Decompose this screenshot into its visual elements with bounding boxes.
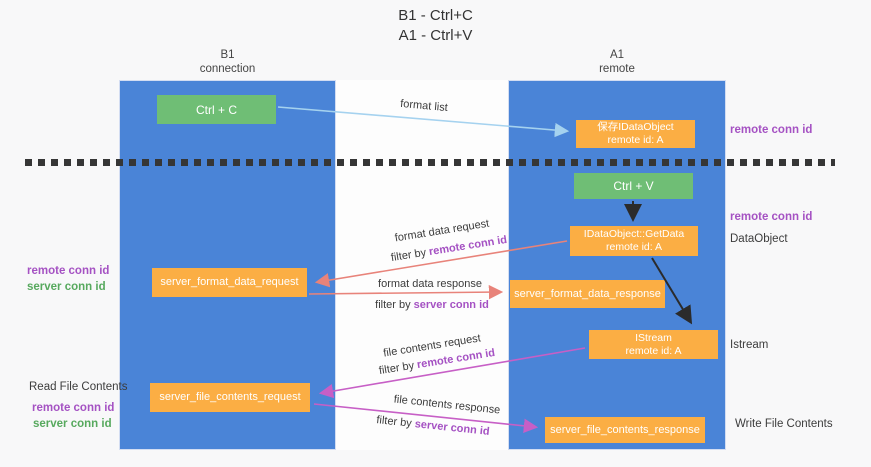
filter-by-text: filter by [375,299,411,311]
save-idataobject-line2: remote id: A [607,134,664,146]
server-conn-id-text: server conn id [413,299,489,311]
getdata-line1: IDataObject::GetData [583,228,685,240]
ctrl-v-label: Ctrl + V [613,179,654,193]
ctrl-c-label: Ctrl + C [195,102,237,117]
getdata-line2: remote id: A [605,241,663,253]
server-format-data-response-label: server_format_data_response [514,287,661,300]
node-ctrl-v: Ctrl + V [574,173,693,199]
phase-separator-dashed-line [25,159,835,166]
node-server-format-data-request: server_format_data_request [152,268,307,297]
server-file-contents-request-label: server_file_contents_request [159,391,301,403]
title-line-1: B1 - Ctrl+C [398,7,473,24]
lane-b1-subtitle: connection [199,63,256,75]
server-format-data-request-label: server_format_data_request [160,276,299,288]
diagram-title: B1 - Ctrl+C A1 - Ctrl+V [0,6,871,46]
node-server-format-data-response: server_format_data_response [510,280,665,308]
node-idataobject-getdata: IDataObject::GetData remote id: A [570,226,698,256]
node-server-file-contents-response: server_file_contents_response [545,417,705,443]
save-idataobject-line1: 保存IDataObject [597,121,674,133]
read-file-contents-label: Read File Contents [29,381,128,393]
lane-header-a1: A1 remote [508,48,726,76]
node-server-file-contents-request: server_file_contents_request [150,383,310,412]
left-server-conn-id-label: server conn id [27,281,106,293]
left-remote-conn-id-label: remote conn id [27,265,110,277]
node-istream: IStream remote id: A [589,330,718,359]
middle-strip [336,80,508,450]
lane-a1-name: A1 [609,49,625,61]
write-file-contents-label: Write File Contents [735,418,833,430]
lane-header-b1: B1 connection [119,48,336,76]
title-line-2: A1 - Ctrl+V [398,27,473,44]
label-filter-server-1: filter by server conn id [375,299,489,311]
node-save-idataobject: 保存IDataObject remote id: A [576,120,695,148]
istream-margin-label: Istream [730,339,769,351]
right-remote-conn-id-label-top: remote conn id [730,124,813,136]
node-ctrl-c: Ctrl + C [157,95,276,124]
right-remote-conn-id-label-mid: remote conn id [730,211,813,223]
lane-b1-name: B1 [220,49,235,61]
istream-line1: IStream [635,331,672,344]
label-format-data-response: format data response [378,278,482,290]
istream-line2: remote id: A [625,344,682,357]
left-file-remote-conn-id-label: remote conn id [32,402,115,414]
lane-a1-subtitle: remote [599,63,635,75]
server-file-contents-response-label: server_file_contents_response [550,423,700,436]
dataobject-label: DataObject [730,233,788,245]
left-file-server-conn-id-label: server conn id [33,418,112,430]
